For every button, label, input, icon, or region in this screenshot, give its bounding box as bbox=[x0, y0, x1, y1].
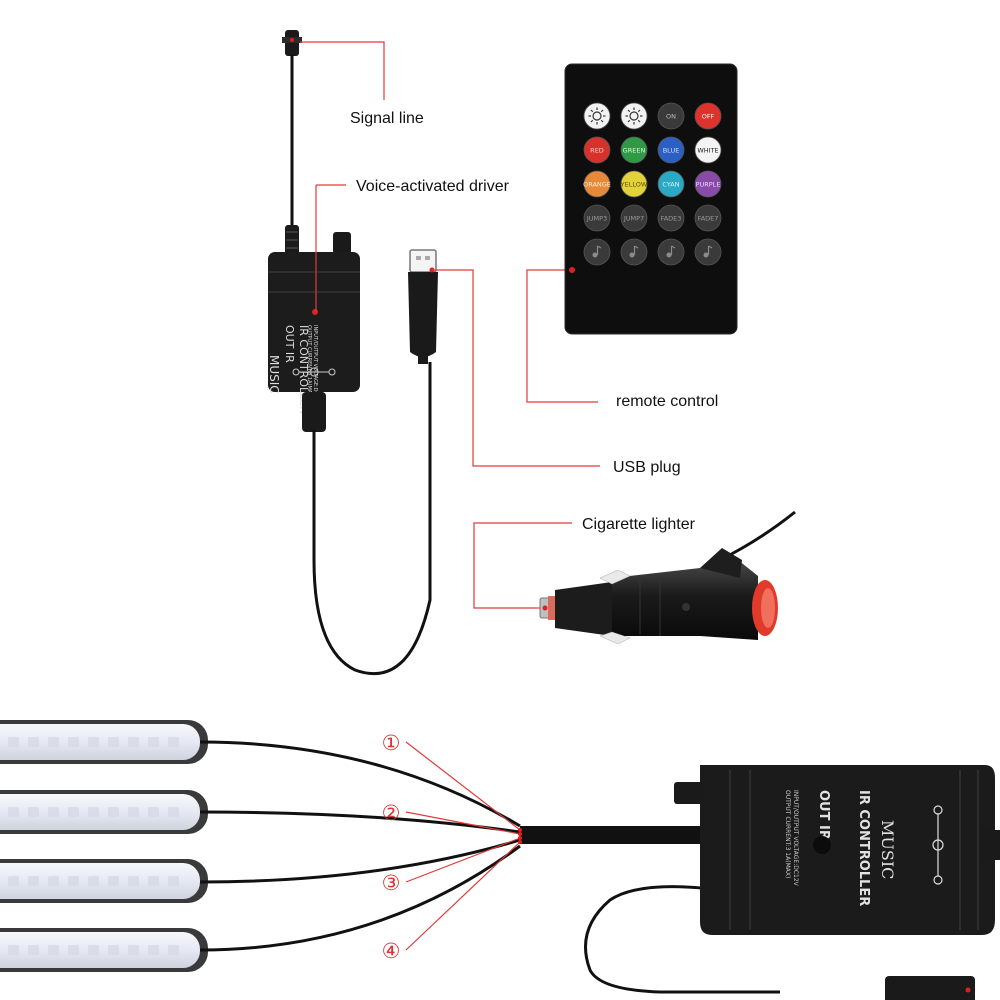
strip-number-3: ③ bbox=[382, 836, 522, 895]
music-2-icon bbox=[629, 245, 639, 258]
brightness-down-icon bbox=[625, 107, 643, 125]
remote-button-16[interactable] bbox=[583, 238, 611, 266]
strip-number-4: ④ bbox=[382, 840, 522, 963]
cigarette-lighter-label: Cigarette lighter bbox=[582, 516, 696, 533]
remote-button-10[interactable]: CYAN bbox=[657, 170, 685, 198]
led-strip-1 bbox=[0, 720, 208, 764]
led-strip-4 bbox=[0, 928, 208, 972]
bottom-controller-line1: IR CONTROLLER bbox=[856, 790, 871, 906]
remote-button-label: RED bbox=[590, 147, 604, 155]
remote-button-11[interactable]: PURPLE bbox=[694, 170, 722, 198]
controller-brand: MUSIC bbox=[267, 355, 281, 394]
bottom-controller-line2: OUT IR bbox=[816, 790, 831, 840]
remote-button-4[interactable]: RED bbox=[583, 136, 611, 164]
remote-button-label: PURPLE bbox=[696, 181, 721, 189]
led-strips bbox=[0, 720, 208, 972]
brightness-up-icon bbox=[588, 107, 606, 125]
strip-callouts: ① ② ③ ④ bbox=[382, 732, 522, 963]
remote-button-label: JUMP7 bbox=[623, 215, 644, 223]
usb-plug bbox=[408, 249, 438, 364]
led-strip-2 bbox=[0, 790, 208, 834]
remote-button-12[interactable]: JUMP3 bbox=[583, 204, 611, 232]
music-4-icon bbox=[703, 245, 713, 258]
led-strip-3 bbox=[0, 859, 208, 903]
remote-button-14[interactable]: FADE3 bbox=[657, 204, 685, 232]
controller-spec1: INPUT/OUTPUT VOLTAGE:DC12V bbox=[312, 325, 318, 405]
strip-number-2: ② bbox=[382, 802, 522, 836]
strip-number-label: ① bbox=[382, 732, 401, 755]
remote-button-label: CYAN bbox=[662, 181, 679, 189]
polarity-icon bbox=[292, 367, 336, 377]
music-1-icon bbox=[592, 245, 602, 258]
driver-cable bbox=[312, 362, 432, 676]
remote-button-label: BLUE bbox=[663, 147, 680, 155]
signal-line-connector bbox=[282, 30, 302, 255]
voice-driver-label: Voice-activated driver bbox=[356, 178, 510, 195]
remote-button-5[interactable]: GREEN bbox=[620, 136, 648, 164]
controller-line1: IR CONTROLLER bbox=[297, 325, 310, 414]
remote-control: ON OFF RED GREEN BLUE WHITE ORANGE YELLOW CYAN PU… bbox=[564, 63, 738, 335]
bottom-polarity-icon bbox=[932, 805, 944, 885]
strip-number-label: ④ bbox=[382, 940, 401, 963]
remote-button-label: JUMP3 bbox=[586, 215, 607, 223]
controller-line2: OUT IR bbox=[283, 325, 296, 363]
cable-bundle bbox=[199, 740, 780, 994]
remote-button-label: FADE3 bbox=[661, 215, 682, 223]
remote-button-grid: ON OFF RED GREEN BLUE WHITE ORANGE YELLOW CYAN PU… bbox=[583, 102, 722, 266]
remote-button-0[interactable] bbox=[583, 102, 611, 130]
remote-button-8[interactable]: ORANGE bbox=[583, 170, 611, 198]
usb-plug-label: USB plug bbox=[613, 459, 681, 476]
remote-button-19[interactable] bbox=[694, 238, 722, 266]
signal-line-label: Signal line bbox=[350, 110, 424, 127]
remote-button-2[interactable]: ON bbox=[657, 102, 685, 130]
remote-button-label: ON bbox=[666, 113, 676, 121]
strip-number-label: ③ bbox=[382, 872, 401, 895]
remote-button-label: ORANGE bbox=[583, 181, 611, 189]
remote-button-label: FADE7 bbox=[698, 215, 719, 223]
remote-button-6[interactable]: BLUE bbox=[657, 136, 685, 164]
remote-button-7[interactable]: WHITE bbox=[694, 136, 722, 164]
remote-button-15[interactable]: FADE7 bbox=[694, 204, 722, 232]
remote-button-label: WHITE bbox=[697, 147, 718, 155]
remote-button-17[interactable] bbox=[620, 238, 648, 266]
bottom-controller-spec1: INPUT/OUTPUT VOLTAGE:DC12V bbox=[792, 790, 799, 887]
bottom-controller-brand: MUSIC bbox=[878, 820, 897, 879]
strip-number-1: ① bbox=[382, 732, 522, 832]
controller-spec2: OUTPUT CURRENT:3 1A(MAX) bbox=[306, 325, 312, 399]
bottom-ir-controller: IR CONTROLLER OUT IR INPUT/OUTPUT VOLTAG… bbox=[674, 765, 1000, 1000]
remote-button-3[interactable]: OFF bbox=[694, 102, 722, 130]
remote-button-label: OFF bbox=[702, 113, 715, 121]
bottom-controller-spec2: OUTPUT CURRENT:3 1A(MAX) bbox=[784, 790, 791, 878]
voice-activated-driver-box: IR CONTROLLER OUT IR INPUT/OUTPUT VOLTAG… bbox=[267, 232, 360, 432]
cigarette-lighter-plug bbox=[539, 510, 796, 645]
remote-button-18[interactable] bbox=[657, 238, 685, 266]
remote-control-label: remote control bbox=[616, 393, 718, 410]
remote-button-13[interactable]: JUMP7 bbox=[620, 204, 648, 232]
music-3-icon bbox=[666, 245, 676, 258]
leader-lines bbox=[300, 41, 600, 609]
remote-button-label: GREEN bbox=[623, 147, 646, 155]
remote-button-9[interactable]: YELLOW bbox=[620, 170, 648, 198]
remote-button-1[interactable] bbox=[620, 102, 648, 130]
strip-number-label: ② bbox=[382, 802, 401, 825]
remote-button-label: YELLOW bbox=[620, 181, 648, 189]
